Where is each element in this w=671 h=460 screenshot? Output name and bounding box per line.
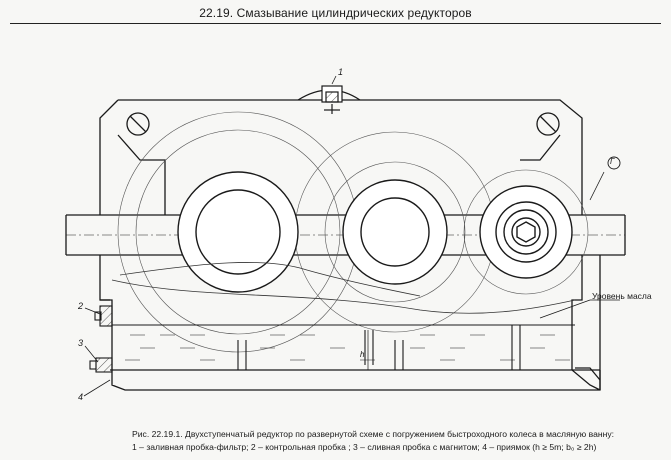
figure-caption: Рис. 22.19.1. Двухступенчатый редуктор п… — [132, 428, 652, 454]
corner-bolt-right — [536, 112, 560, 136]
bearing-left — [177, 171, 299, 293]
bearing-right — [479, 185, 573, 279]
callout-1: 1 — [338, 67, 344, 77]
caption-line-1: Рис. 22.19.1. Двухступенчатый редуктор п… — [132, 429, 615, 439]
housing-outline — [99, 99, 601, 391]
corner-bolt-left — [126, 112, 150, 136]
control-plug — [94, 305, 113, 327]
section-mark-label: Г — [610, 157, 615, 166]
cover-outline — [117, 134, 561, 215]
drain-plug — [89, 357, 113, 373]
header-divider — [10, 23, 661, 24]
callout-3: 3 — [78, 338, 84, 348]
callout-2: 2 — [78, 301, 84, 311]
oil-bath — [125, 334, 570, 361]
base-outline — [110, 369, 601, 390]
bearing-middle — [342, 179, 448, 285]
caption-line-2: 1 – заливная пробка-фильтр; 2 – контроль… — [132, 442, 597, 452]
callout-4: 4 — [78, 392, 84, 402]
oil-level-label: Уровень масла — [592, 291, 652, 301]
page-header: 22.19. Смазывание цилиндрических редукто… — [199, 6, 472, 20]
dimension-h-label: h — [360, 350, 365, 359]
filler-plug — [297, 85, 361, 114]
